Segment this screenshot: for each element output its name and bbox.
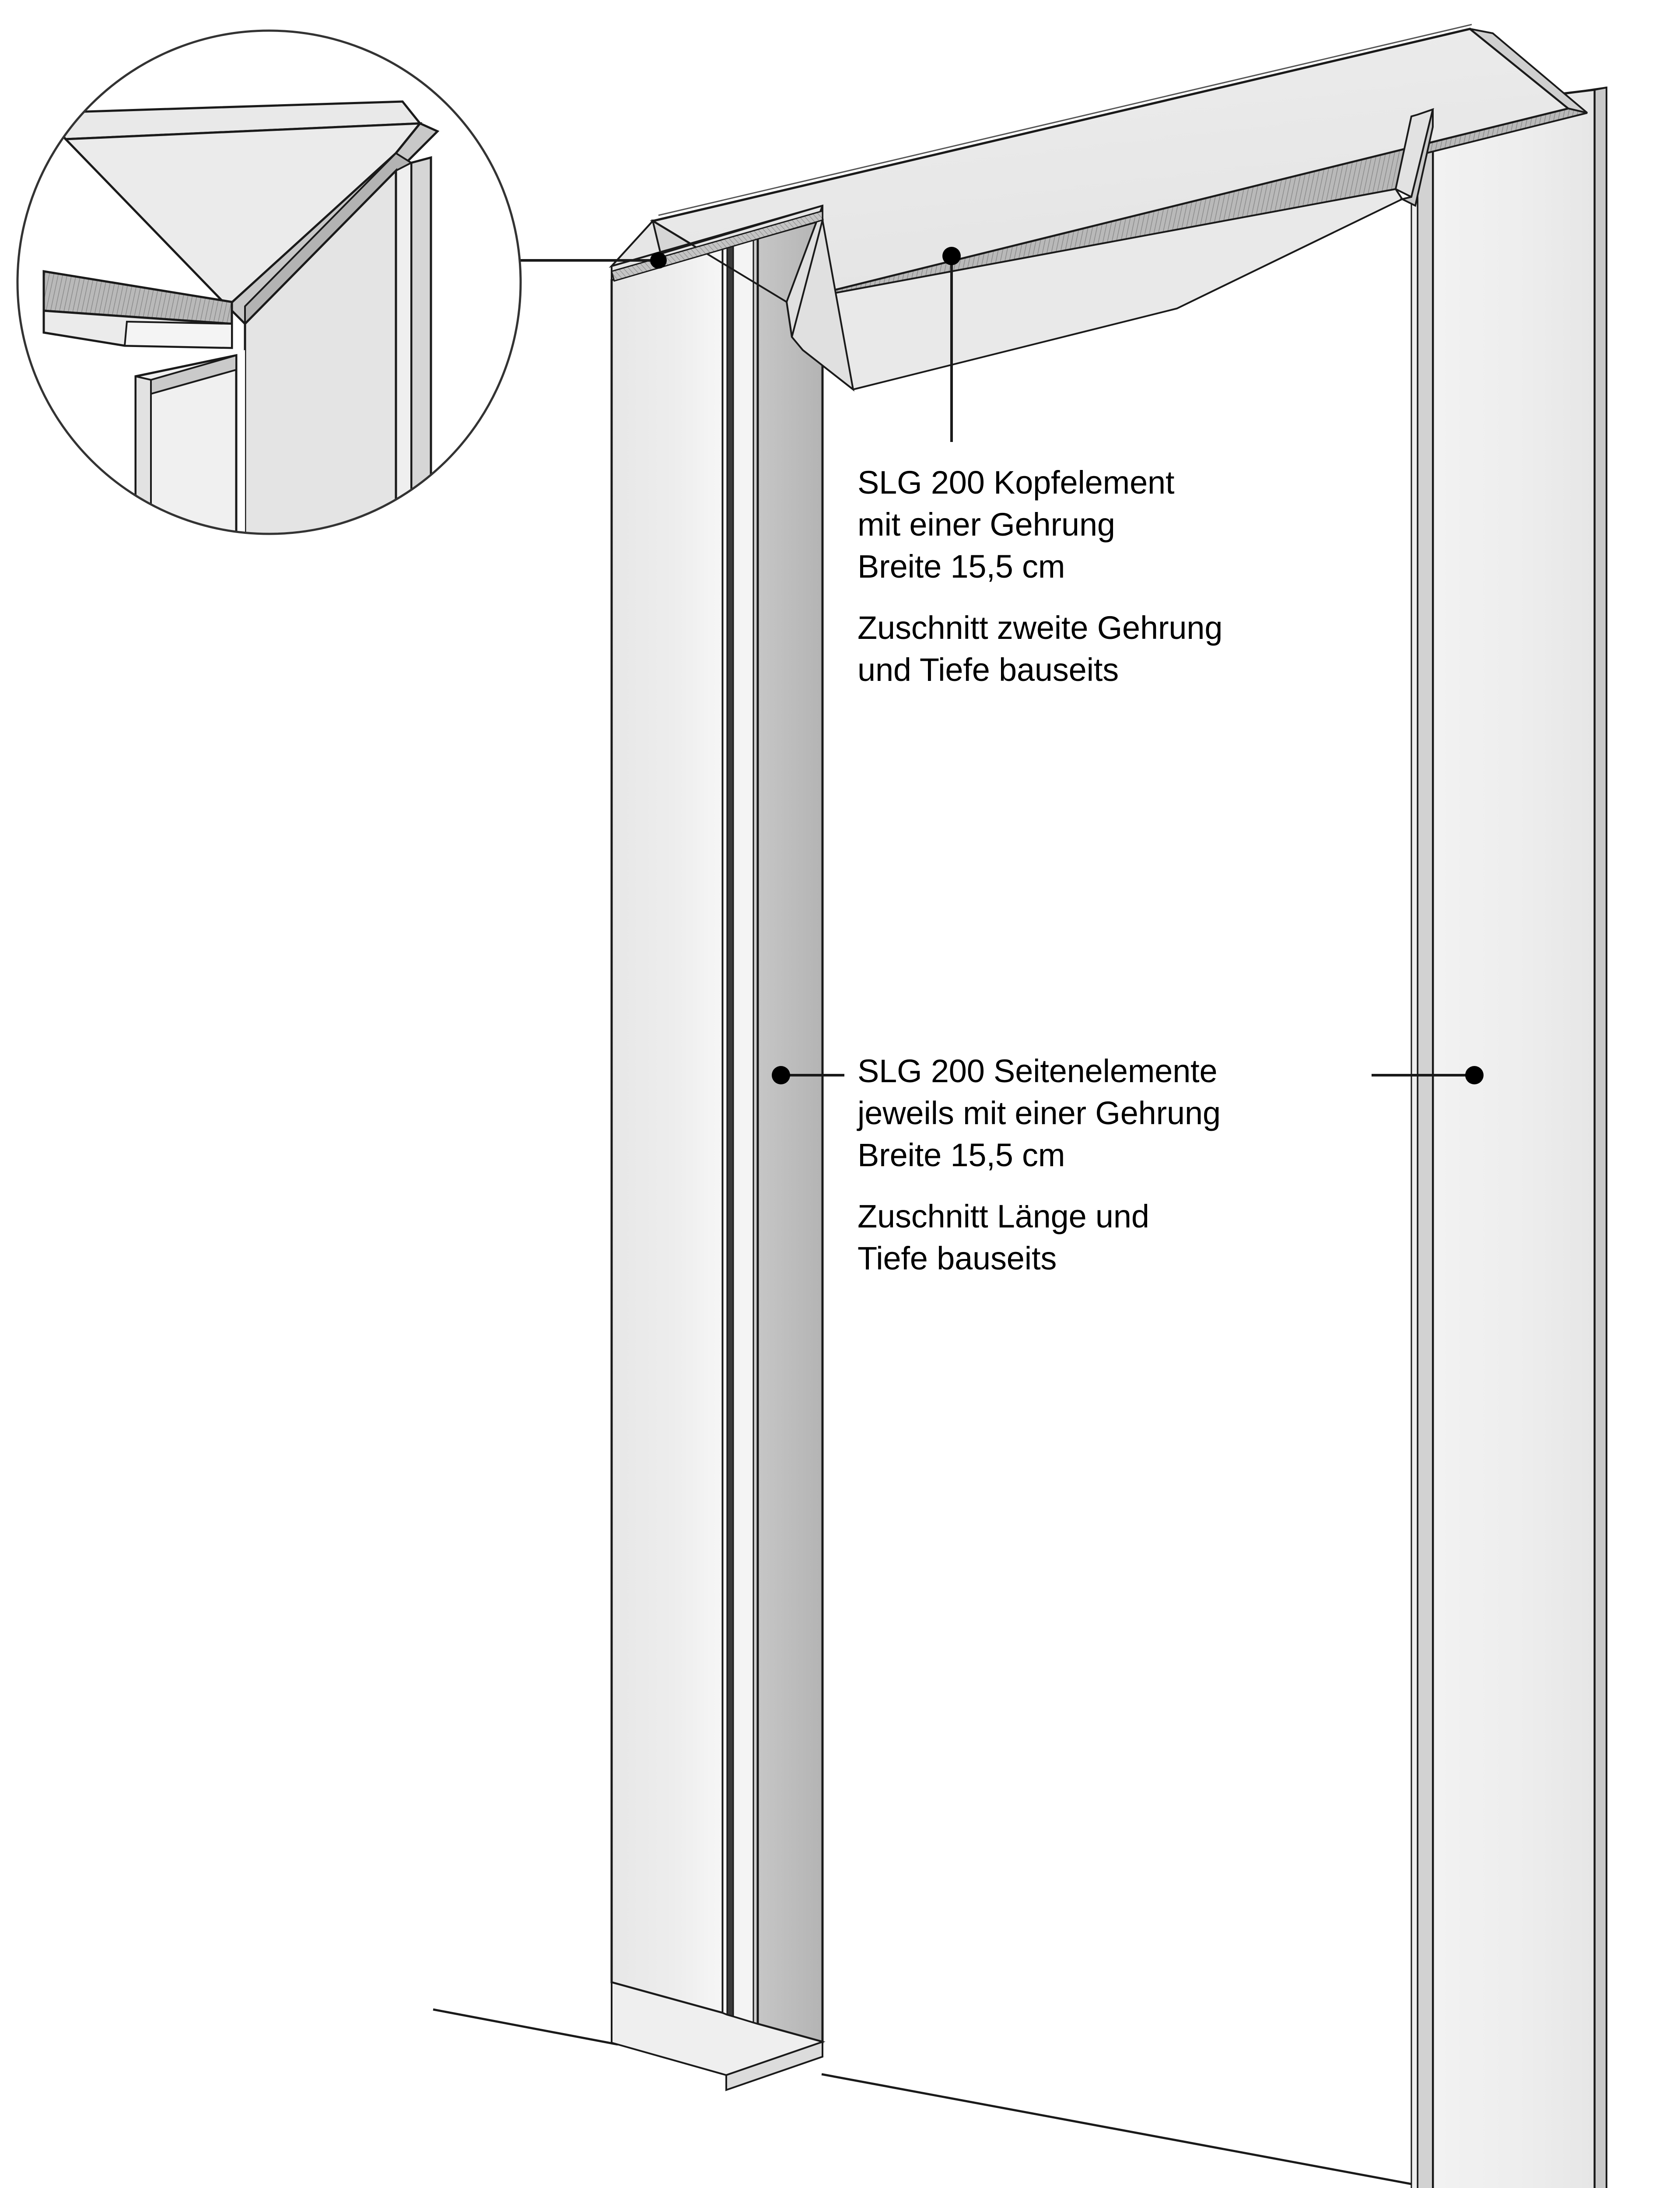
callout-side-gap (858, 1176, 1221, 1196)
callout-head-line-5: und Tiefe bauseits (858, 652, 1119, 688)
callout-head-line-2: mit einer Gehrung (858, 506, 1115, 543)
leader-lines (521, 247, 1484, 1084)
callout-head-line-1: SLG 200 Kopfelement (858, 464, 1175, 501)
detail-circle (16, 29, 522, 535)
callout-side-line-1: SLG 200 Seitenelemente (858, 1053, 1218, 1089)
callout-head-line-3: Breite 15,5 cm (858, 548, 1065, 585)
left-side-element (610, 204, 826, 2091)
callout-side-line-4: Zuschnitt Länge und (858, 1198, 1149, 1234)
callout-side-elements: SLG 200 Seitenelemente jeweils mit einer… (858, 1050, 1221, 1280)
callout-side-line-3: Breite 15,5 cm (858, 1137, 1065, 1173)
callout-head-line-4: Zuschnitt zweite Gehrung (858, 610, 1223, 646)
callout-side-line-5: Tiefe bauseits (858, 1240, 1057, 1276)
callout-head-element: SLG 200 Kopfelement mit einer Gehrung Br… (858, 462, 1222, 691)
right-mitre-joint (1394, 108, 1434, 207)
callout-head-gap (858, 588, 1222, 607)
right-side-element (1410, 86, 1607, 2188)
floor-line (433, 2008, 1414, 2186)
callout-side-line-2: jeweils mit einer Gehrung (858, 1095, 1221, 1131)
